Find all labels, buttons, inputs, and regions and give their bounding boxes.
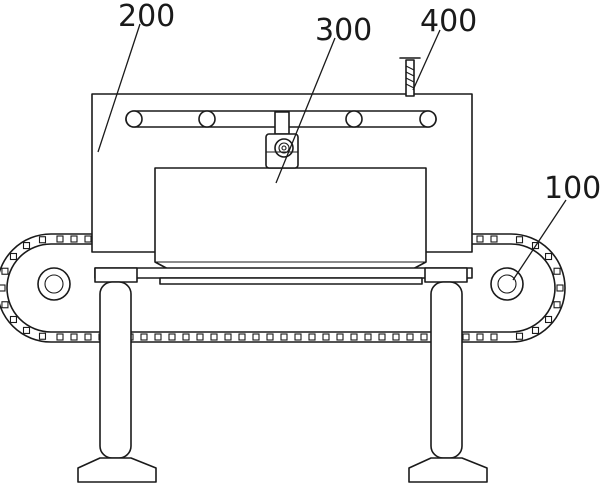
- leader-line-300: [275, 37, 336, 184]
- base-plate: [94, 267, 473, 285]
- label-frame-200: 200: [118, 0, 175, 34]
- rail-pulley-4: [419, 110, 437, 128]
- label-conveyor-100: 100: [544, 171, 600, 206]
- right-leg: [408, 267, 488, 483]
- leader-line-400: [412, 29, 441, 91]
- label-container-300: 300: [315, 13, 372, 48]
- container-box: [154, 167, 427, 271]
- adjust-handle: [399, 57, 421, 97]
- rail-pulley-1: [125, 110, 143, 128]
- leader-line-200: [97, 23, 141, 153]
- label-handle-400: 400: [420, 4, 477, 39]
- leader-line-100: [512, 199, 567, 281]
- rail-pulley-2: [198, 110, 216, 128]
- rail-pulley-3: [345, 110, 363, 128]
- left-drive-roller: [37, 267, 71, 301]
- left-leg: [77, 267, 157, 483]
